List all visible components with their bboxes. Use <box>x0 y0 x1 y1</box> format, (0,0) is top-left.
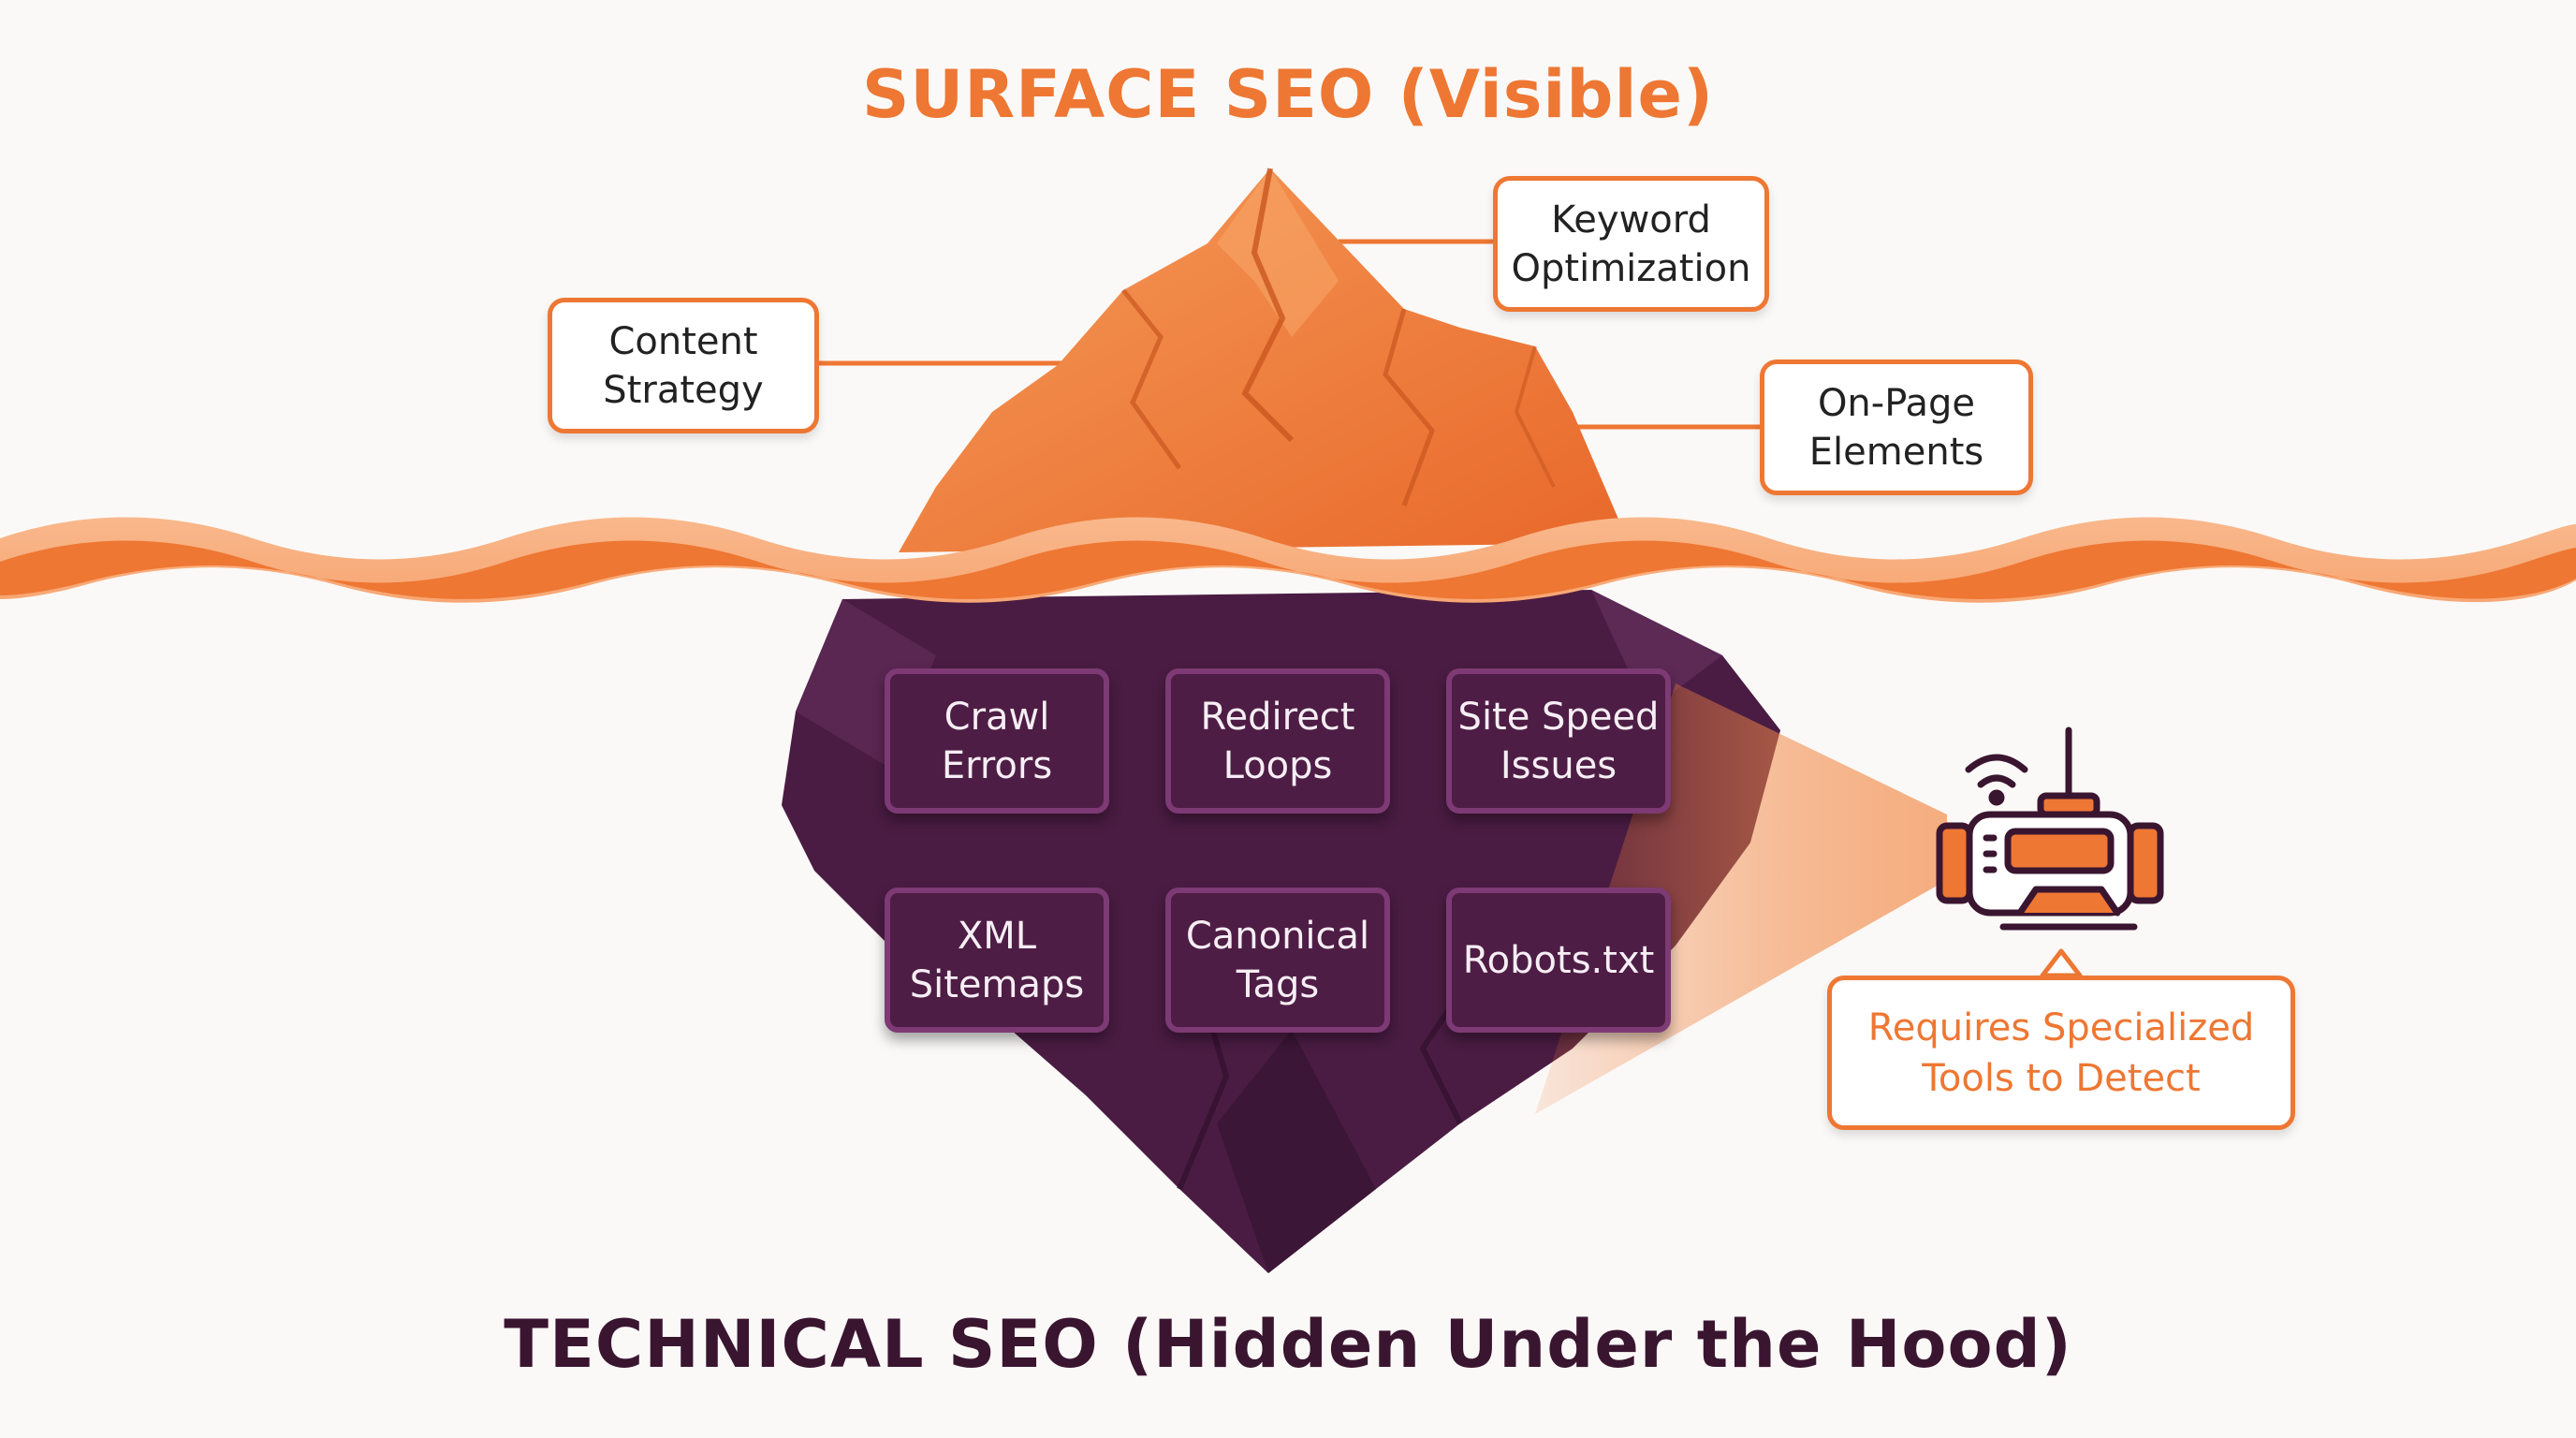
iceberg-tip <box>899 168 1629 552</box>
callout-label: On-Page Elements <box>1808 381 1984 474</box>
tile-label: Redirect Loops <box>1200 695 1355 787</box>
tile-redirect-loops: Redirect Loops <box>1165 668 1390 814</box>
technical-seo-title: TECHNICAL SEO (Hidden Under the Hood) <box>504 1306 2072 1383</box>
callout-content-strategy: Content Strategy <box>548 298 819 433</box>
tile-xml-sitemaps: XML Sitemaps <box>885 888 1109 1033</box>
detector-note-label: Requires Specialized Tools to Detect <box>1867 1005 2255 1100</box>
tile-canonical-tags: Canonical Tags <box>1165 888 1390 1033</box>
underwater-drone-icon <box>1936 726 2164 931</box>
callout-on-page-elements: On-Page Elements <box>1760 360 2033 495</box>
connector-lines <box>816 239 1760 430</box>
water-surface <box>0 517 2576 603</box>
detector-note: Requires Specialized Tools to Detect <box>1827 976 2295 1130</box>
tile-label: Robots.txt <box>1462 938 1655 982</box>
callout-keyword-optimization: Keyword Optimization <box>1493 176 1769 312</box>
tile-site-speed-issues: Site Speed Issues <box>1446 668 1671 814</box>
callout-label: Content Strategy <box>603 319 764 412</box>
tile-robots-txt: Robots.txt <box>1446 888 1671 1033</box>
surface-seo-title: SURFACE SEO (Visible) <box>862 56 1714 133</box>
tile-crawl-errors: Crawl Errors <box>885 668 1109 814</box>
callout-label: Keyword Optimization <box>1511 198 1751 290</box>
tile-label: Site Speed Issues <box>1457 695 1660 787</box>
tile-label: Canonical Tags <box>1185 914 1370 1006</box>
tile-label: XML Sitemaps <box>909 914 1085 1006</box>
tile-label: Crawl Errors <box>941 695 1053 787</box>
note-pointer <box>2040 948 2083 978</box>
